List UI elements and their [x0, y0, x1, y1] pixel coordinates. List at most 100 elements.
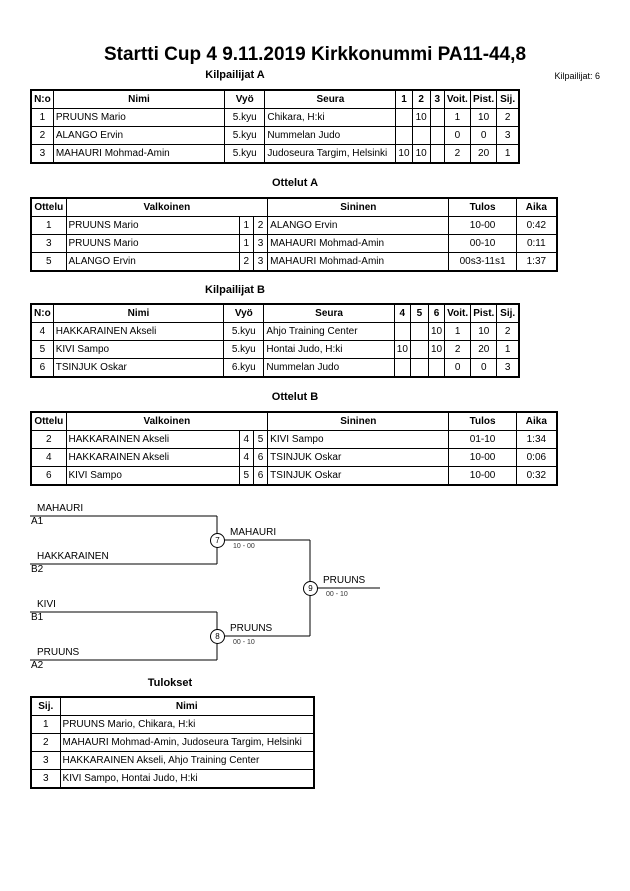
table-cell: 2 [30, 733, 61, 752]
table-cell: KIVI Sampo, Hontai Judo, H:ki [59, 769, 315, 789]
table-cell: 0 [443, 126, 471, 145]
table-cell [411, 126, 431, 145]
pool-b-title: Kilpailijat B [205, 284, 265, 296]
table-cell: KIVI Sampo [52, 340, 225, 359]
table-cell: 00-10 [448, 234, 517, 253]
matches-b-header-row: Ottelu Valkoinen Sininen Tulos Aika [30, 411, 558, 431]
bracket-semi2-score: 00 - 10 [233, 639, 255, 646]
bracket-bot1-pool: B1 [31, 612, 44, 623]
pool-b-table: N:o Nimi Vyö Seura 4 5 6 Voit. Pist. Sij… [30, 303, 520, 378]
table-cell: 20 [469, 144, 498, 164]
bracket-top1-name: MAHAURI [37, 503, 84, 514]
table-cell [395, 126, 413, 145]
table-cell: 1 [496, 144, 520, 164]
table-cell: 4 [30, 322, 54, 341]
table-cell: 10 [393, 340, 411, 359]
col-header: 3 [429, 89, 445, 109]
table-cell: 3 [30, 144, 54, 164]
table-cell: 10-00 [448, 448, 517, 467]
table-cell: MAHAURI Mohmad-Amin [267, 252, 450, 272]
bracket-match-number: 8 [210, 629, 225, 644]
table-cell: 1 [496, 340, 520, 359]
col-header: Nimi [59, 696, 315, 716]
table-cell [429, 126, 445, 145]
table-cell: HAKKARAINEN Akseli, Ahjo Training Center [59, 751, 315, 770]
table-cell: MAHAURI Mohmad-Amin, Judoseura Targim, H… [59, 733, 315, 752]
col-header: N:o [30, 89, 54, 109]
table-cell: 10-00 [448, 466, 517, 486]
table-cell: 3 [252, 252, 269, 272]
table-cell: 20 [470, 340, 498, 359]
bracket-semi1-winner: MAHAURI [230, 527, 277, 538]
table-cell: Nummelan Judo [264, 126, 397, 145]
matches-a-title: Ottelut A [271, 177, 319, 189]
bracket-match-number: 7 [210, 533, 225, 548]
table-cell: 10 [427, 340, 446, 359]
page-title: Startti Cup 4 9.11.2019 Kirkkonummi PA11… [103, 44, 527, 65]
bracket-top1-pool: A1 [31, 516, 44, 527]
table-cell: TSINJUK Oskar [267, 466, 450, 486]
table-cell: 5 [30, 340, 54, 359]
table-cell: 3 [252, 234, 269, 253]
table-cell: 0:32 [515, 466, 558, 486]
col-header: N:o [30, 303, 54, 323]
table-cell: 0 [469, 126, 498, 145]
matches-b-title: Ottelut B [271, 391, 319, 403]
table-cell: 10 [470, 322, 498, 341]
table-cell: 6 [252, 448, 269, 467]
bracket-match-number: 9 [303, 581, 318, 596]
bracket-final-winner: PRUUNS [323, 575, 366, 586]
bracket-bot1-name: KIVI [37, 599, 56, 610]
table-cell [427, 358, 446, 378]
table-cell: 1:37 [515, 252, 558, 272]
table-cell: 3 [30, 751, 61, 770]
table-cell: 5.kyu [224, 126, 266, 145]
bracket-semi2-winner: PRUUNS [230, 623, 273, 634]
table-cell: 0:06 [515, 448, 558, 467]
table-cell: 0 [470, 358, 498, 378]
competitors-count: Kilpailijat: 6 [554, 71, 600, 81]
table-cell: 5.kyu [224, 144, 266, 164]
table-cell: 1 [30, 715, 61, 734]
table-cell: 1:34 [515, 430, 558, 449]
table-cell [429, 144, 445, 164]
table-cell: 10 [411, 144, 431, 164]
table-cell [393, 358, 411, 378]
bracket-top2-name: HAKKARAINEN [37, 551, 109, 562]
table-cell: 6 [252, 466, 269, 486]
pool-a-table: N:o Nimi Vyö Seura 1 2 3 Voit. Pist. Sij… [30, 89, 520, 164]
table-cell: 0:42 [515, 216, 558, 235]
table-cell: 6 [30, 358, 54, 378]
table-cell: MAHAURI Mohmad-Amin [267, 234, 450, 253]
bracket-bot2-name: PRUUNS [37, 647, 80, 658]
table-cell: 0:11 [515, 234, 558, 253]
results-header-row: Sij. Nimi [30, 696, 315, 716]
table-cell: TSINJUK Oskar [267, 448, 450, 467]
bracket-final-score: 00 - 10 [326, 591, 348, 598]
table-cell: 10 [395, 144, 413, 164]
table-cell: Judoseura Targim, Helsinki [264, 144, 397, 164]
table-cell: PRUUNS Mario, Chikara, H:ki [59, 715, 315, 734]
table-cell: 3 [496, 358, 520, 378]
bracket-semi1-score: 10 - 00 [233, 543, 255, 550]
